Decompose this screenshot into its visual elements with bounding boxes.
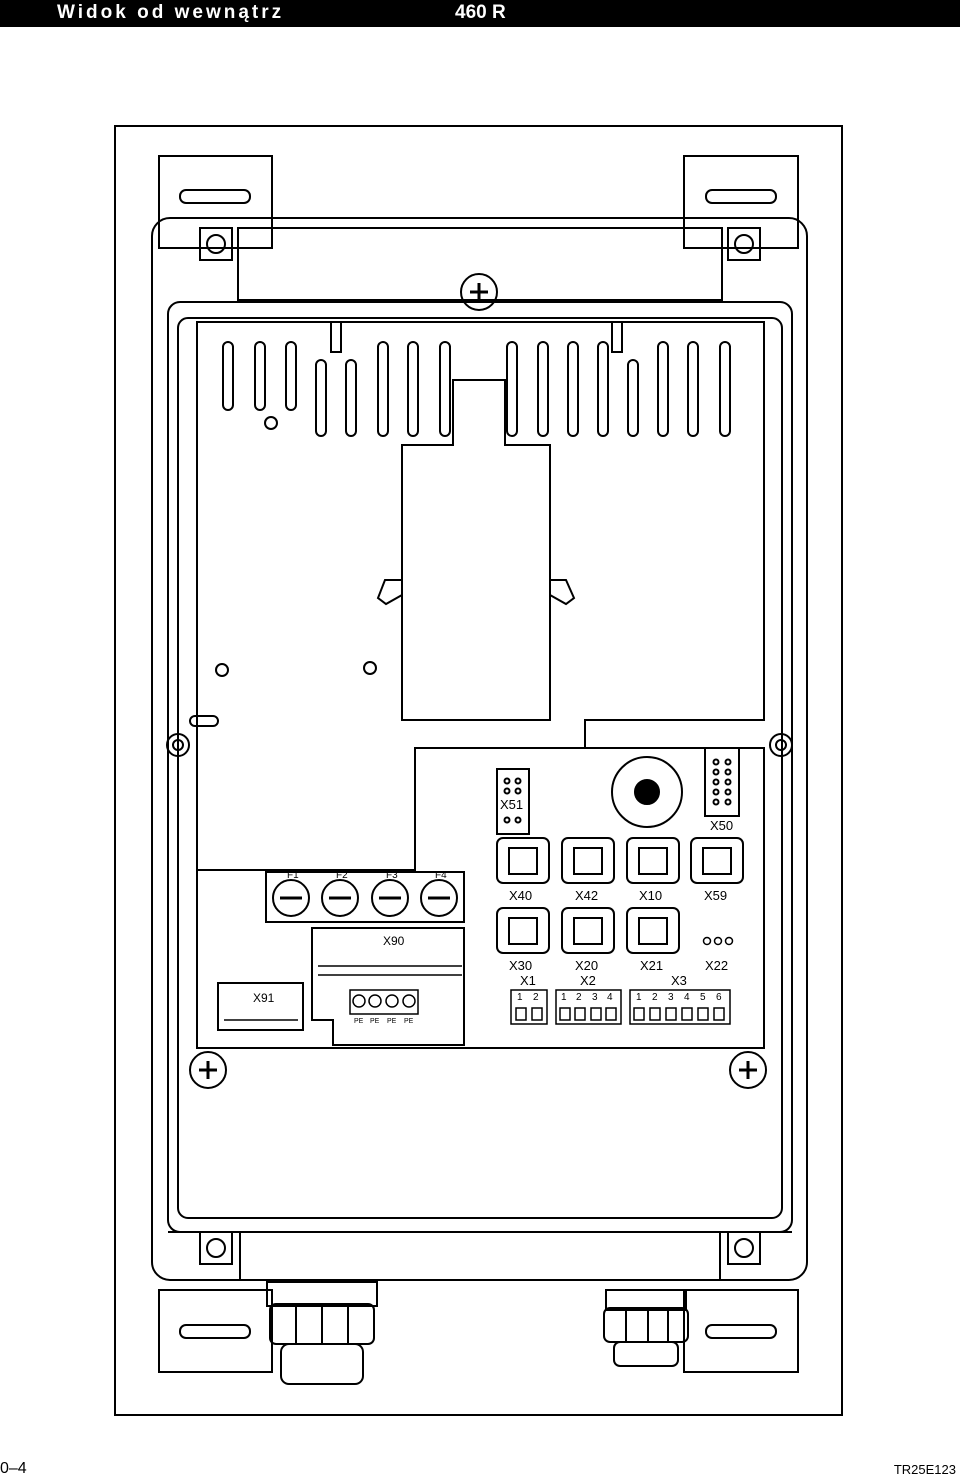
term-label-x1: X1 xyxy=(520,973,536,988)
plate-hole xyxy=(264,416,278,430)
pin-label: 1 xyxy=(561,992,567,1003)
model-label: 460 R xyxy=(455,2,506,23)
fuse-f1 xyxy=(272,879,310,917)
x90-block xyxy=(311,927,465,1046)
bottom-screw-left xyxy=(199,1231,233,1265)
upper-plate xyxy=(196,321,765,871)
fuse-label-f3: F3 xyxy=(386,870,398,881)
pin-label: 2 xyxy=(533,992,539,1003)
housing-lip xyxy=(177,317,783,1219)
rj-label-x59: X59 xyxy=(704,888,727,903)
fuse-f2 xyxy=(321,879,359,917)
lower-screw-right-icon xyxy=(729,1051,767,1089)
pin-label: 3 xyxy=(668,992,674,1003)
housing-outer xyxy=(151,217,808,1281)
x22-jumper xyxy=(702,936,734,946)
rj-jack-x59 xyxy=(690,837,744,884)
x51-connector xyxy=(496,768,530,835)
center-hanger xyxy=(401,379,551,721)
side-screw-left xyxy=(166,733,190,757)
bottom-ledge xyxy=(168,1231,792,1280)
x50-label: X50 xyxy=(710,818,733,833)
x90-terminals xyxy=(318,965,462,976)
pin-label: 2 xyxy=(652,992,658,1003)
rj-label-x30: X30 xyxy=(509,958,532,973)
center-top-screw-icon xyxy=(460,273,498,311)
rj-jack-x20 xyxy=(561,907,615,954)
lower-screw-left-icon xyxy=(189,1051,227,1089)
x50-connector xyxy=(704,747,740,817)
rj-label-x21: X21 xyxy=(640,958,663,973)
pe-label: PE xyxy=(370,1018,380,1025)
page-title: Widok od wewnątrz xyxy=(57,2,285,23)
pin-label: 1 xyxy=(636,992,642,1003)
bottom-left-bracket xyxy=(158,1289,273,1373)
rj-jack-x30 xyxy=(496,907,550,954)
rj-label-x10: X10 xyxy=(639,888,662,903)
round-sensor xyxy=(611,756,683,828)
pe-label: PE xyxy=(387,1018,397,1025)
hanger-hook-left xyxy=(376,579,403,606)
terminal-block-x1 xyxy=(510,989,548,1025)
header-bar: Widok od wewnątrz 460 R xyxy=(0,0,960,27)
pin-label: 3 xyxy=(592,992,598,1003)
rj-label-x20: X20 xyxy=(575,958,598,973)
rj-jack-x10 xyxy=(626,837,680,884)
fuse-f3 xyxy=(371,879,409,917)
lower-board xyxy=(196,747,765,1049)
vent-slots xyxy=(222,321,731,437)
fuse-block xyxy=(265,871,465,923)
pin-label: 5 xyxy=(700,992,706,1003)
pin-label: 2 xyxy=(576,992,582,1003)
terminal-block-x2 xyxy=(555,989,622,1025)
top-screw-right xyxy=(727,227,761,261)
pe-terminals xyxy=(349,989,419,1015)
bottom-screw-right xyxy=(727,1231,761,1265)
pin-label: 1 xyxy=(517,992,523,1003)
fuse-label-f1: F1 xyxy=(287,870,299,881)
fuse-label-f4: F4 xyxy=(435,870,447,881)
pin-label: 4 xyxy=(607,992,613,1003)
x91-connector xyxy=(217,982,304,1031)
x91-label: X91 xyxy=(253,991,275,1005)
hanger-hook-right xyxy=(549,579,576,606)
rj-label-x40: X40 xyxy=(509,888,532,903)
x51-label: X51 xyxy=(500,797,523,812)
cable-gland-right xyxy=(603,1289,689,1367)
top-screw-left xyxy=(199,227,233,261)
pe-label: PE xyxy=(354,1018,364,1025)
top-ledge xyxy=(237,227,723,301)
rj-jack-x40 xyxy=(496,837,550,884)
pe-label: PE xyxy=(404,1018,414,1025)
pin-label: 4 xyxy=(684,992,690,1003)
plate-tab xyxy=(189,715,219,727)
outer-frame xyxy=(114,125,843,1416)
fuse-label-f2: F2 xyxy=(336,870,348,881)
top-left-bracket xyxy=(158,155,273,249)
fuse-f4 xyxy=(420,879,458,917)
x90-label: X90 xyxy=(383,934,405,948)
rj-label-x42: X42 xyxy=(575,888,598,903)
bottom-right-bracket xyxy=(683,1289,799,1373)
x22-label: X22 xyxy=(705,958,728,973)
page-number: 0–4 xyxy=(0,1460,27,1477)
pin-label: 6 xyxy=(716,992,722,1003)
housing-inner xyxy=(167,301,793,1233)
term-label-x3: X3 xyxy=(671,973,687,988)
rj-jack-x21 xyxy=(626,907,680,954)
term-label-x2: X2 xyxy=(580,973,596,988)
plate-hole xyxy=(363,661,377,675)
document-code: TR25E123 xyxy=(893,1462,956,1477)
plate-hole xyxy=(215,663,229,677)
rj-jack-x42 xyxy=(561,837,615,884)
side-screw-right xyxy=(769,733,793,757)
cable-gland-left xyxy=(266,1281,378,1385)
top-right-bracket xyxy=(683,155,799,249)
terminal-block-x3 xyxy=(629,989,731,1025)
